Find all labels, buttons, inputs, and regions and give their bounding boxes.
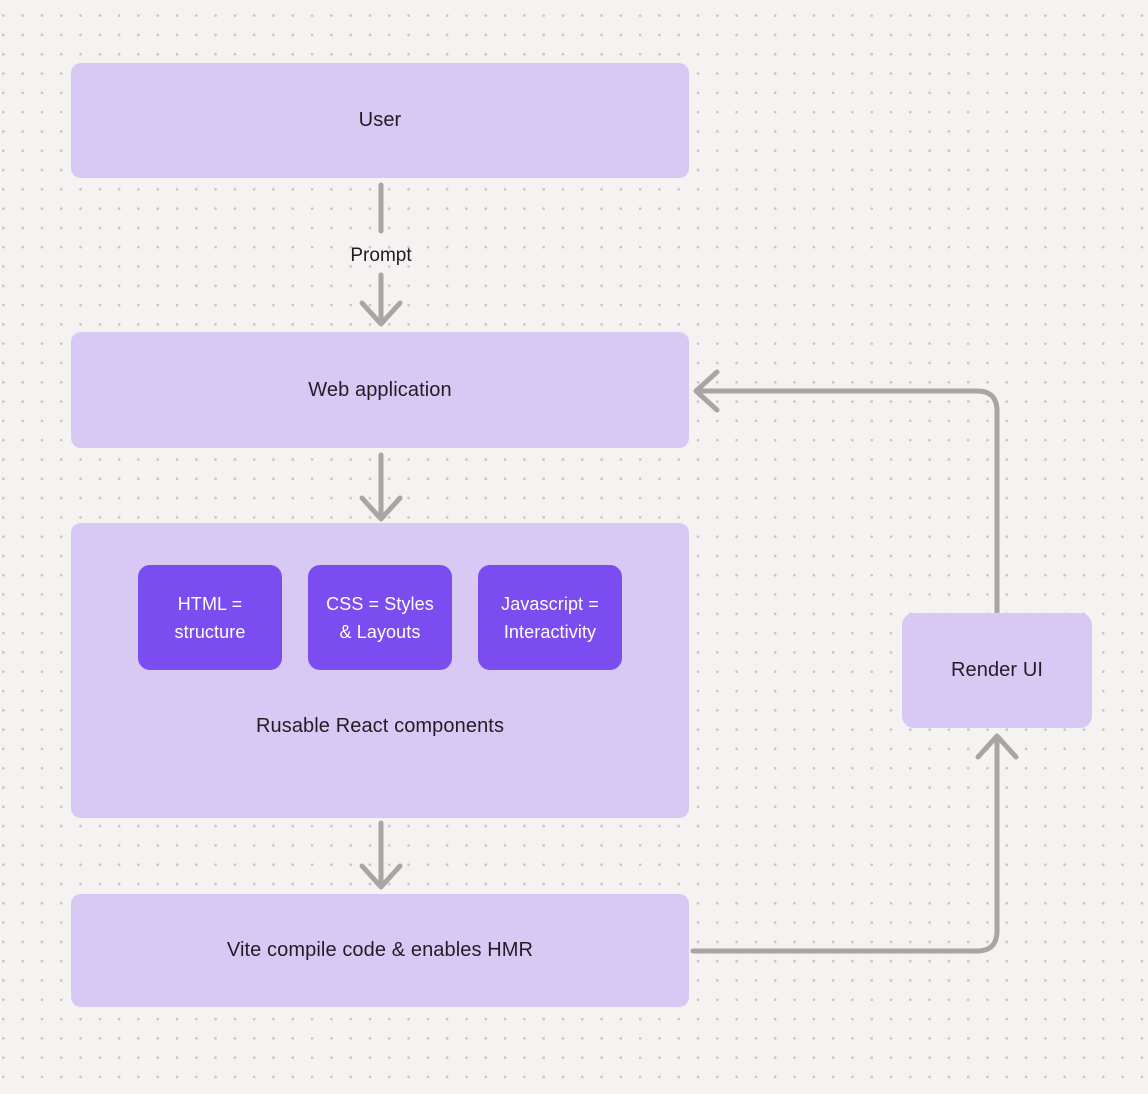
arrowhead-down-icon (359, 863, 403, 890)
node-css-label: CSS = Styles & Layouts (326, 593, 434, 642)
arrowhead-down-icon (359, 300, 403, 327)
arrow-components-to-vite[interactable] (359, 820, 403, 890)
node-javascript-label: Javascript = Interactivity (501, 593, 599, 642)
node-html-label: HTML = structure (174, 593, 246, 642)
node-render-ui[interactable]: Render UI (902, 613, 1092, 728)
arrowhead-down-icon (359, 495, 403, 522)
connector-render-ui-to-webapp[interactable] (693, 369, 1000, 615)
connector-path (698, 388, 1000, 615)
node-user[interactable]: User (71, 63, 689, 178)
node-render-ui-label: Render UI (950, 659, 1044, 681)
node-css[interactable]: CSS = Styles & Layouts (308, 565, 452, 670)
node-web-application-label: Web application (308, 378, 452, 401)
node-javascript[interactable]: Javascript = Interactivity (478, 565, 622, 670)
arrowhead-left-icon (693, 369, 720, 413)
components-group-caption: Rusable React components (255, 715, 505, 737)
connector-vite-to-render-ui[interactable] (690, 733, 1019, 954)
node-vite-label: Vite compile code & enables HMR (226, 939, 534, 961)
node-web-application[interactable]: Web application (71, 332, 689, 448)
arrow-webapp-to-components[interactable] (359, 452, 403, 522)
arrowhead-up-icon (975, 733, 1019, 760)
connector-path (690, 736, 1000, 954)
node-html[interactable]: HTML = structure (138, 565, 282, 670)
node-react-components-group[interactable]: HTML = structure CSS = Styles & Layouts … (71, 523, 689, 818)
edge-label-prompt: Prompt (350, 245, 412, 266)
node-vite[interactable]: Vite compile code & enables HMR (71, 894, 689, 1007)
node-user-label: User (358, 109, 402, 131)
